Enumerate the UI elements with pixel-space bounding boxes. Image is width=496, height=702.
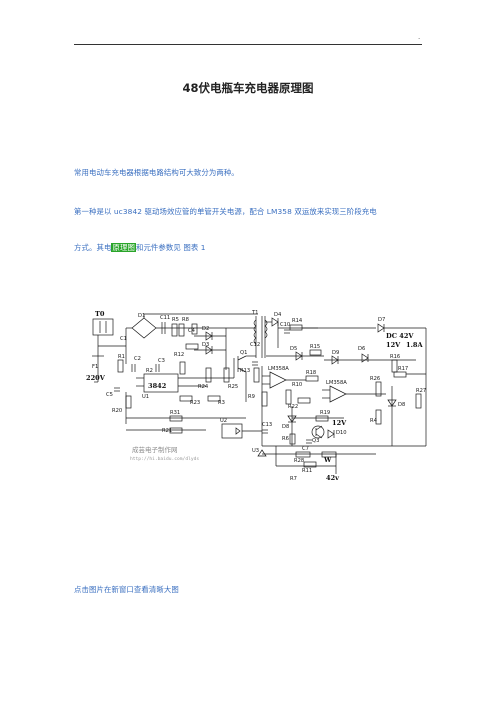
- document-title: 48伏电瓶车充电器原理图: [182, 81, 314, 95]
- label-w: W: [323, 456, 332, 464]
- label-42v: 42v: [326, 474, 339, 482]
- watermark-text: 成芸电子制作网: [132, 445, 178, 454]
- paragraph-first-type: 第一种是以 uc3842 驱动场效应管的单管开关电源，配合 LM358 双运放来…: [74, 207, 377, 216]
- label-12v: 12V: [386, 341, 401, 349]
- label-3842: 3842: [148, 382, 166, 390]
- label-c5: C5: [106, 392, 113, 398]
- label-u1: U1: [142, 394, 149, 400]
- label-d9: D9: [332, 350, 339, 356]
- label-d4: D4: [274, 312, 282, 318]
- label-c4: C4: [188, 328, 196, 334]
- label-r16: R16: [390, 354, 400, 360]
- label-q3: Q3: [312, 438, 319, 444]
- label-r20: R20: [112, 408, 122, 414]
- label-r9: R9: [248, 394, 255, 400]
- label-c1: C1: [120, 336, 127, 342]
- label-r17: R17: [398, 366, 408, 372]
- label-d8-lower: D8: [282, 424, 289, 430]
- label-r10: R10: [292, 382, 302, 388]
- label-r4: R4: [370, 418, 378, 424]
- label-c2: C2: [134, 356, 141, 362]
- label-r27: R27: [416, 388, 426, 394]
- header-rule: [74, 44, 422, 45]
- label-r2: R2: [146, 368, 153, 374]
- label-r13: R13: [240, 368, 250, 374]
- label-r12: R12: [174, 352, 184, 358]
- label-c3: C3: [158, 358, 165, 364]
- label-d8-right: D8: [398, 402, 405, 408]
- label-c10: C10: [280, 322, 290, 328]
- label-r21: R21: [162, 428, 172, 434]
- label-r3: R3: [218, 400, 225, 406]
- label-r24: R24: [198, 384, 209, 390]
- label-d6: D6: [358, 346, 365, 352]
- label-t0: T0: [95, 310, 105, 318]
- label-r22: R22: [288, 404, 298, 410]
- label-c11: C11: [160, 315, 170, 321]
- label-r8: R8: [182, 317, 189, 323]
- label-lm358a-top: LM358A: [268, 366, 289, 372]
- schematic-link[interactable]: 原理图: [111, 243, 136, 252]
- paragraph-intro: 常用电动车充电器根据电路结构可大致分为两种。: [74, 168, 239, 177]
- charger-schematic-figure[interactable]: T0 D1 C11 R5 R8 C4 D2 D3 T1 D4 C10 R14 D…: [86, 306, 432, 492]
- label-1-8a: 1.8A: [406, 341, 423, 349]
- label-d1: D1: [138, 313, 145, 319]
- label-u3: U3: [252, 448, 259, 454]
- label-r11: R11: [302, 468, 312, 474]
- label-u2: U2: [220, 418, 227, 424]
- label-r14: R14: [292, 318, 303, 324]
- header-mark: .: [418, 33, 421, 41]
- label-q1: Q1: [240, 350, 247, 356]
- label-r28: R28: [294, 458, 304, 464]
- label-r1: R1: [118, 354, 125, 360]
- label-r15: R15: [310, 344, 320, 350]
- paragraph-figure-ref: 方式。其电原理图和元件参数见 图表 1: [74, 242, 206, 253]
- label-r19: R19: [320, 410, 330, 416]
- label-220v: 220V: [86, 374, 106, 382]
- schematic-drawing: T0 D1 C11 R5 R8 C4 D2 D3 T1 D4 C10 R14 D…: [86, 310, 427, 482]
- label-c13: C13: [262, 422, 272, 428]
- label-dc42v: DC 42V: [386, 332, 414, 340]
- label-t1: T1: [251, 310, 258, 316]
- label-r6: R6: [282, 436, 289, 442]
- watermark-url: http://hi.baidu.com/dlyds: [130, 456, 199, 462]
- label-12v-lower: 12V: [332, 419, 347, 427]
- label-r26: R26: [370, 376, 380, 382]
- label-d5: D5: [290, 346, 297, 352]
- label-d3: D3: [202, 342, 209, 348]
- label-d10: D10: [336, 430, 347, 436]
- label-f1: F1: [92, 364, 98, 370]
- label-r25: R25: [228, 384, 238, 390]
- label-r7: R7: [290, 476, 297, 482]
- label-d2: D2: [202, 326, 209, 332]
- label-d7: D7: [378, 317, 385, 323]
- paragraph-figure-ref-start: 方式。其电: [74, 243, 112, 252]
- paragraph-figure-ref-end: 和元件参数见 图表 1: [135, 243, 206, 252]
- label-r5: R5: [172, 317, 179, 323]
- label-r18: R18: [306, 370, 316, 376]
- view-full-image-link[interactable]: 点击图片在新窗口查看清晰大图: [74, 585, 179, 594]
- label-r31: R31: [170, 410, 180, 416]
- label-c12: C12: [250, 342, 260, 348]
- label-lm358a-bottom: LM358A: [326, 380, 347, 386]
- label-r23: R23: [190, 400, 200, 406]
- label-c7: C7: [302, 446, 309, 452]
